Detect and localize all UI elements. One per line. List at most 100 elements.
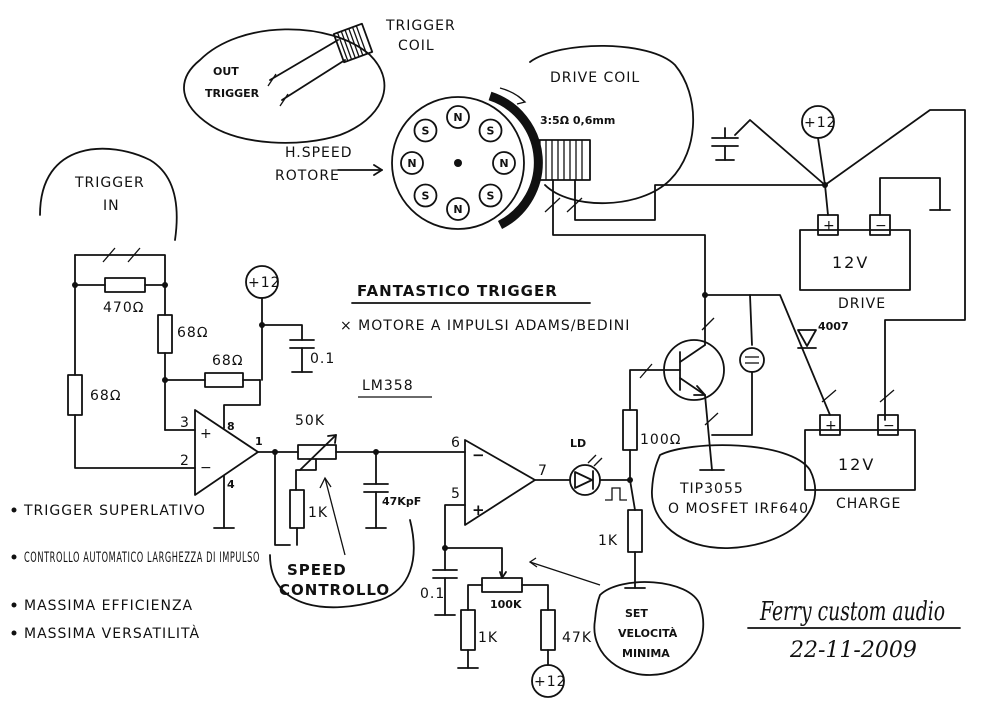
charge-label: CHARGE <box>836 496 901 512</box>
op1-minus-label: − <box>200 460 213 476</box>
rotation-arrowhead <box>516 95 527 105</box>
transistor-bubble <box>651 444 817 549</box>
op2-minus-label: − <box>472 446 486 464</box>
rotor-magnet <box>478 183 503 208</box>
rotor-magnet-pole: S <box>422 190 430 203</box>
charge-battery <box>804 429 916 491</box>
subtitle: × MOTORE A IMPULSI ADAMS/BEDINI <box>340 318 630 334</box>
out-trigger-label-2: TRIGGER <box>205 87 260 100</box>
charge-positive-return <box>824 109 966 421</box>
resistor-1k-right <box>627 509 643 553</box>
plus12-bottom-label: +12 <box>534 674 567 690</box>
pot-100k-left-lead <box>467 584 483 611</box>
resistor-68-mid <box>204 372 244 388</box>
resistor-470 <box>104 277 146 293</box>
bullet-4: MASSIMA VERSATILITÀ <box>24 625 200 642</box>
drive-coil-bubble <box>529 44 695 205</box>
rotor-magnet <box>413 118 438 143</box>
transistor-label-2: O MOSFET IRF640 <box>668 501 809 517</box>
led-label: LD <box>570 437 586 450</box>
bullet-3: MASSIMA EFFICIENZA <box>24 598 193 614</box>
pot-100k-wiper-lead <box>444 547 503 579</box>
svg-text:−: − <box>875 218 888 234</box>
svg-text:+: + <box>823 218 836 234</box>
pot-50k <box>297 444 337 460</box>
resistor-68-left <box>67 374 83 416</box>
drive-label: DRIVE <box>838 296 886 312</box>
op1-pin4-label: 4 <box>227 478 235 491</box>
speed-control-label-2: CONTROLLO <box>279 581 390 599</box>
op2-pin6-label: 6 <box>451 435 461 451</box>
out-trigger-label-1: OUT <box>213 65 239 78</box>
svg-text:+: + <box>825 418 838 434</box>
signature: Ferry custom audio <box>759 597 945 627</box>
trigger-coil-label-2: COIL <box>398 38 435 54</box>
rotor-magnet-pole: N <box>453 203 462 216</box>
title: FANTASTICO TRIGGER <box>357 282 558 300</box>
r470-label: 470Ω <box>103 300 144 316</box>
drive-coil-symbol <box>534 139 591 181</box>
rotor-magnet-pole: N <box>453 111 462 124</box>
op1-pin2-label: 2 <box>180 453 190 469</box>
op1-pin3-label: 3 <box>180 415 190 431</box>
transistor-label-1: TIP3055 <box>679 481 744 497</box>
decoupling-cap-symbol <box>711 127 739 161</box>
neon-lead-top <box>749 294 753 346</box>
op1-output-tap <box>274 451 291 546</box>
rotor-magnet <box>446 105 470 129</box>
pot-100k-label: 100K <box>490 598 522 611</box>
r68-left-label: 68Ω <box>90 388 122 404</box>
set-speed-bubble <box>593 581 705 676</box>
op1-plus-label: + <box>200 426 213 442</box>
r1k-right-label: 1K <box>598 533 618 549</box>
r1k-speed-label: 1K <box>308 505 328 521</box>
op1-pin8-label: 8 <box>227 420 235 433</box>
trigger-in-label-1: TRIGGER <box>74 175 145 191</box>
set-speed-label-2: VELOCITÀ <box>618 627 678 640</box>
set-speed-pointer <box>529 561 601 586</box>
rotor-magnet-pole: S <box>422 124 430 137</box>
trigger-coil-label-1: TRIGGER <box>385 18 456 34</box>
opamp-1 <box>194 409 259 496</box>
rotor-magnet <box>478 118 503 143</box>
resistor-100 <box>622 409 638 451</box>
pot-100k-right-lead <box>521 584 549 611</box>
pot-50k-label: 50K <box>295 413 325 429</box>
plus12-supply-bottom <box>531 664 565 698</box>
input-to-pin2 <box>74 414 196 469</box>
rotor-magnet-pole: S <box>487 190 495 203</box>
opamp-2 <box>464 439 536 526</box>
rotor-rim <box>488 91 543 230</box>
rotor-magnet-pole: N <box>407 157 416 170</box>
speed-control-label-1: SPEED <box>287 561 347 579</box>
diode-label: 4007 <box>818 320 849 333</box>
r1k-right-lead <box>629 479 636 511</box>
set-speed-label-3: MINIMA <box>622 647 670 660</box>
base-lead <box>629 369 681 411</box>
trigger-coil-wire-a <box>269 39 339 81</box>
op2-pin7-label: 7 <box>538 463 548 479</box>
diode-4007 <box>797 329 817 349</box>
out-trigger-bubble <box>183 28 386 144</box>
trigger-in-bubble <box>39 147 178 241</box>
diode-path <box>704 294 831 416</box>
resistor-68-top <box>157 314 173 354</box>
signature-date: 22-11-2009 <box>789 638 917 663</box>
feature-list: TRIGGER SUPERLATIVO CONTROLLO AUTOMATICO… <box>11 503 259 642</box>
drive-battery-ground-lead <box>879 177 941 216</box>
drive-coil-spec: 3:5Ω 0,6mm <box>540 114 615 127</box>
plus12-right-label: +12 <box>804 115 837 131</box>
trigger-coil-symbol <box>332 22 374 64</box>
rotor-magnet-pole: N <box>499 157 508 170</box>
resistor-1k-bottom <box>460 609 476 651</box>
pot-100k <box>481 577 523 593</box>
rotor-axle <box>454 159 462 167</box>
trigger-in-label-2: IN <box>103 198 120 214</box>
plus12-mid-label: +12 <box>248 275 281 291</box>
decoupling-cap-lead <box>734 119 826 186</box>
op1-vcc-lead <box>223 379 261 429</box>
set-speed-label-1: SET <box>625 607 648 620</box>
svg-text:−: − <box>883 418 896 434</box>
